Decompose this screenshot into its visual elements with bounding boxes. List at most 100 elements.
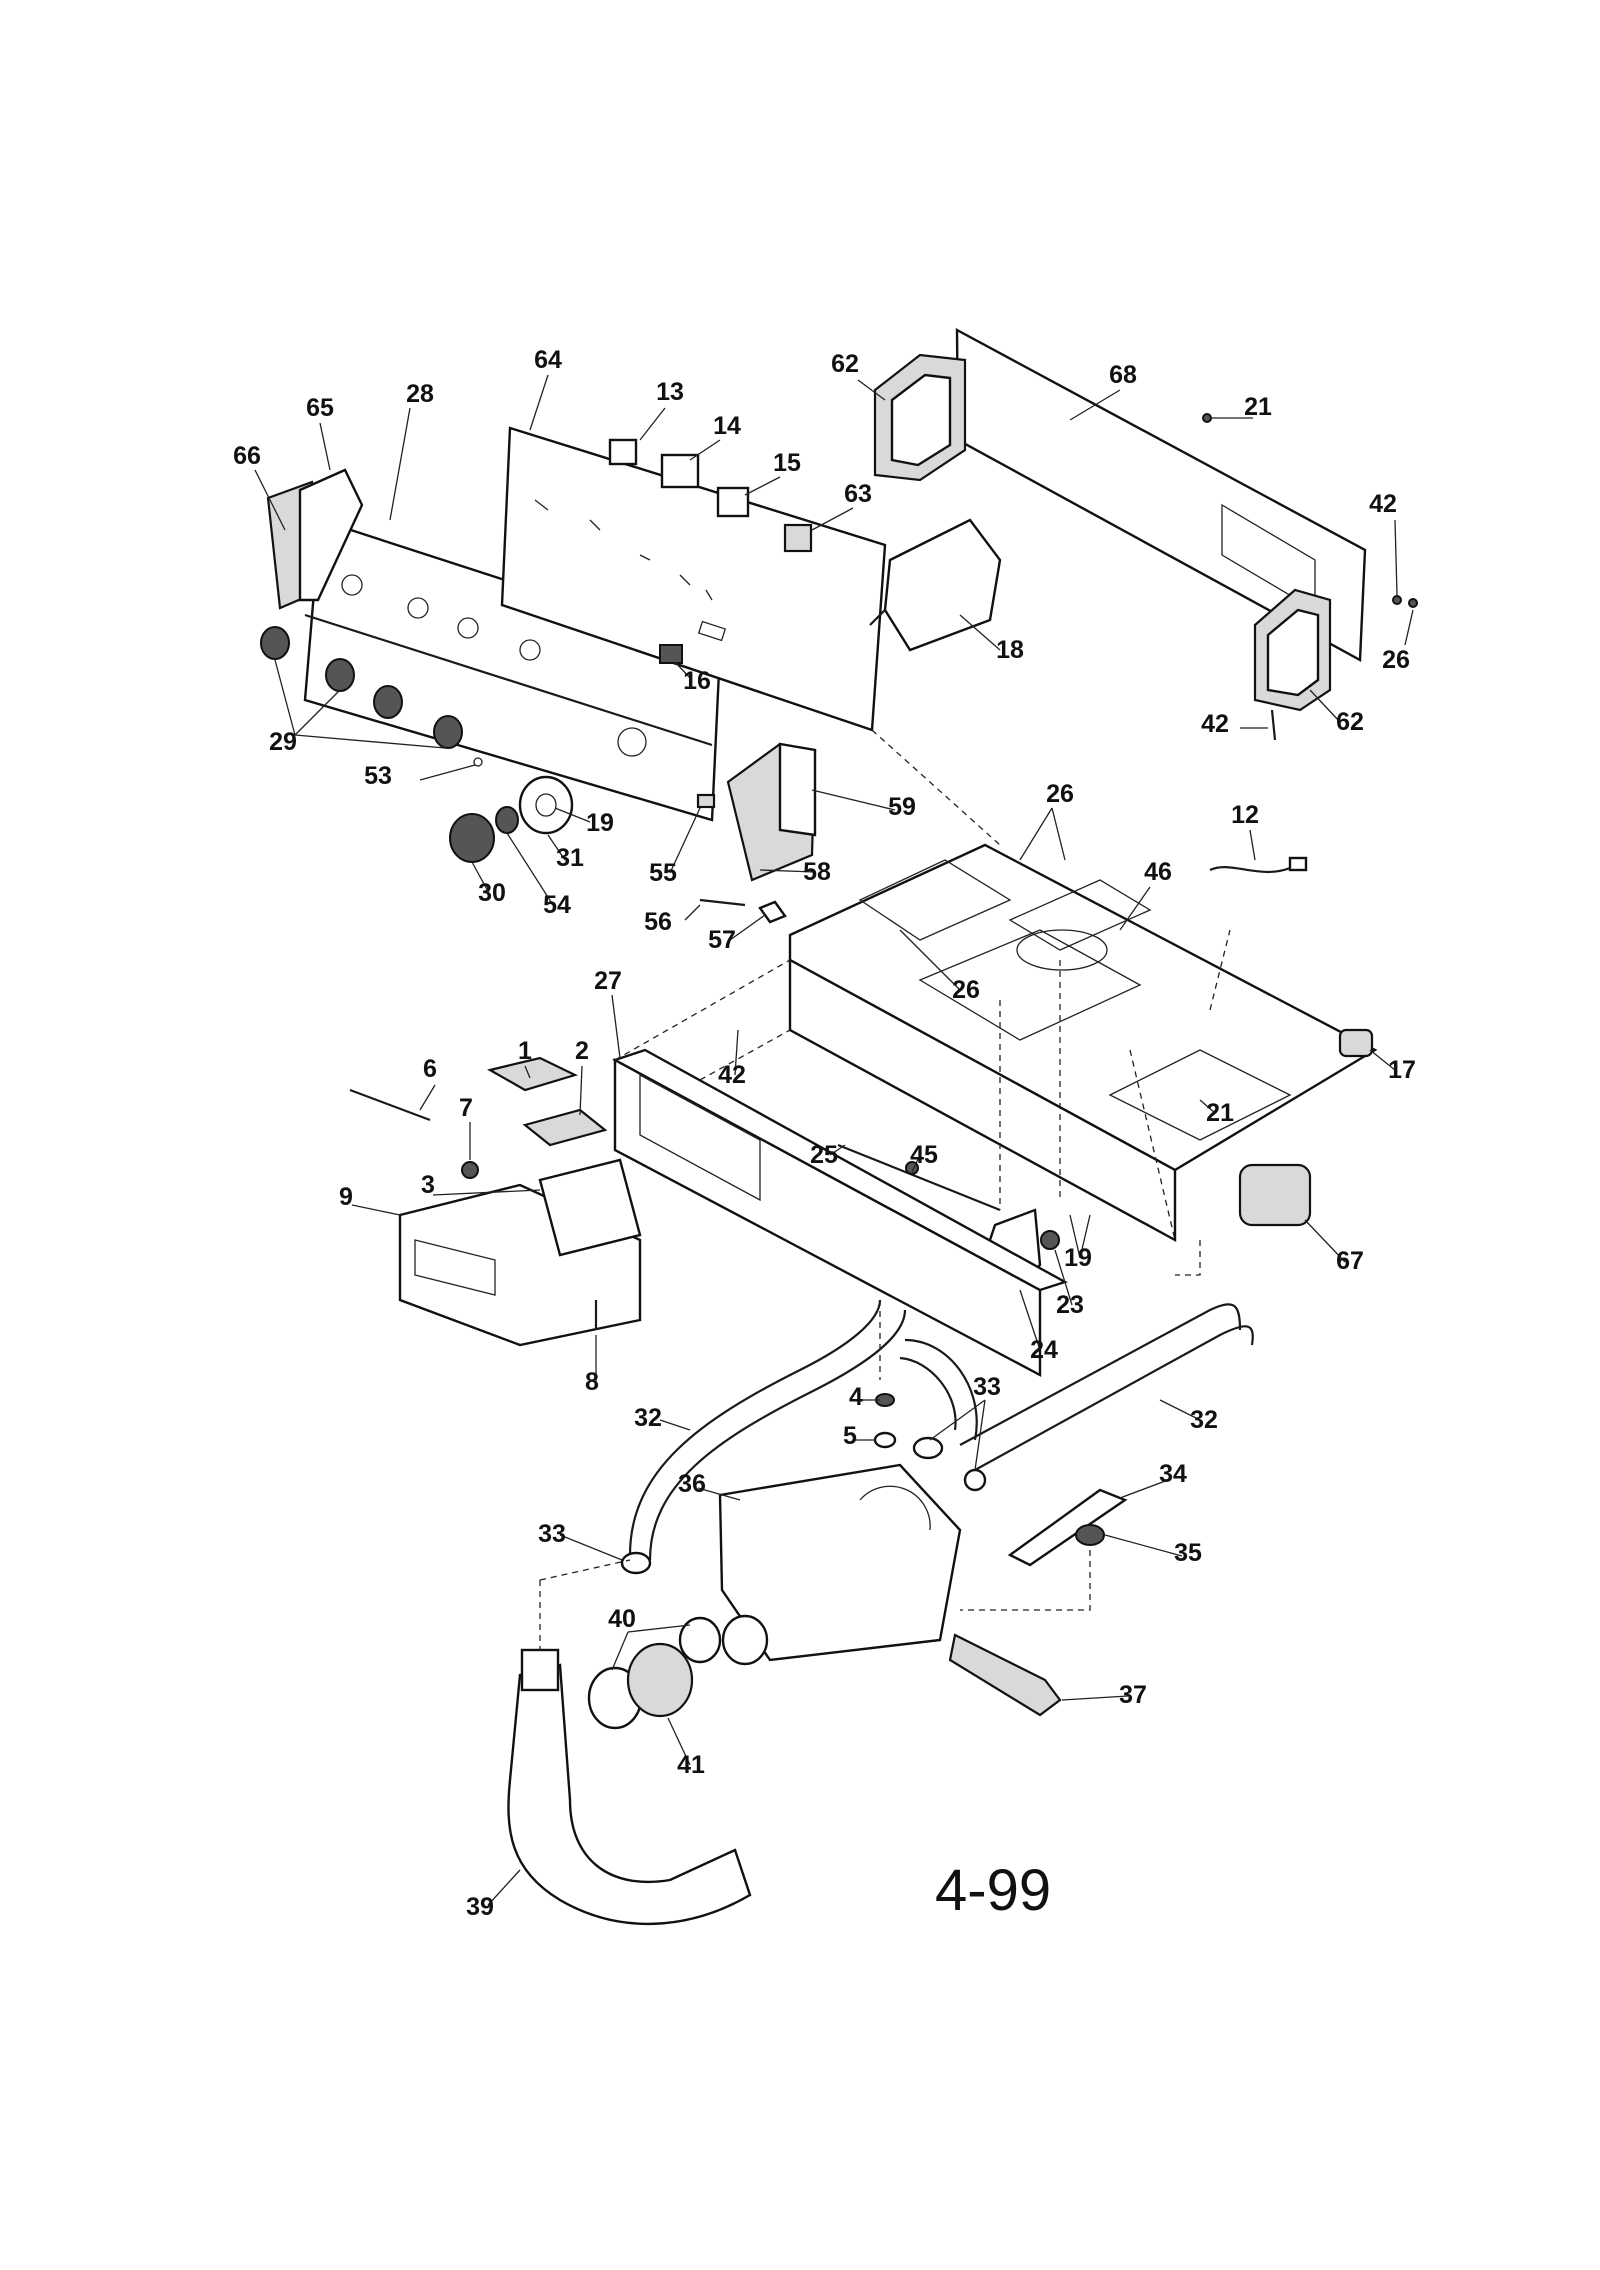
switch-15: [716, 486, 750, 518]
screw-42: [1392, 595, 1402, 605]
callout-62: 62: [831, 350, 859, 378]
callout-58: 58: [803, 858, 831, 886]
callout-41: 41: [677, 1751, 705, 1779]
cap-1: [487, 1056, 579, 1092]
callout-4: 4: [849, 1383, 863, 1411]
screw-26: [1408, 598, 1418, 608]
cam-23: [1040, 1230, 1060, 1250]
callout-30: 30: [478, 879, 506, 907]
ring-40: [678, 1616, 722, 1664]
callout-26: 26: [952, 976, 980, 1004]
callout-29: 29: [269, 728, 297, 756]
switch-16: [659, 644, 683, 664]
callout-25: 25: [810, 1141, 838, 1169]
support-34: [1007, 1488, 1128, 1567]
coupling-41: [626, 1642, 694, 1718]
callout-42: 42: [1201, 710, 1229, 738]
wire-12: [1209, 866, 1291, 873]
assembly-dashed-lines: [539, 729, 1231, 1650]
callout-24: 24: [1030, 1336, 1058, 1364]
screw-42: [1270, 709, 1277, 741]
callout-1: 1: [518, 1037, 532, 1065]
callout-42: 42: [1369, 490, 1397, 518]
callout-21: 21: [1206, 1099, 1234, 1127]
callout-45: 45: [910, 1141, 938, 1169]
callout-3: 3: [421, 1171, 435, 1199]
ring-5: [873, 1431, 897, 1449]
pressure-switch-17: [1338, 1028, 1374, 1058]
callout-32: 32: [634, 1404, 662, 1432]
clamp-33: [620, 1551, 652, 1575]
callout-65: 65: [306, 394, 334, 422]
drain-hose-39: [507, 1663, 752, 1926]
callout-8: 8: [585, 1368, 599, 1396]
pump-36: [718, 1463, 962, 1662]
callout-12: 12: [1231, 801, 1259, 829]
spring-54: [495, 806, 519, 834]
callout-16: 16: [683, 667, 711, 695]
valve-35: [1075, 1524, 1105, 1546]
callout-57: 57: [708, 926, 736, 954]
callout-59: 59: [888, 793, 916, 821]
screw-56: [699, 898, 746, 907]
callout-21: 21: [1244, 393, 1272, 421]
callout-35: 35: [1174, 1539, 1202, 1567]
callout-54: 54: [543, 891, 571, 919]
callout-18: 18: [996, 636, 1024, 664]
callout-34: 34: [1159, 1460, 1187, 1488]
callout-7: 7: [459, 1094, 473, 1122]
callout-32: 32: [1190, 1406, 1218, 1434]
module-67: [1238, 1163, 1312, 1227]
callout-62: 62: [1336, 708, 1364, 736]
timer-18: [869, 518, 1002, 652]
callout-26: 26: [1046, 780, 1074, 808]
callout-26: 26: [1382, 646, 1410, 674]
callout-17: 17: [1388, 1056, 1416, 1084]
clamp-33: [963, 1468, 987, 1492]
callout-13: 13: [656, 378, 684, 406]
callout-53: 53: [364, 762, 392, 790]
callout-14: 14: [713, 412, 741, 440]
dial-31: [518, 775, 574, 835]
leader-lines: [254, 374, 1414, 1906]
clamp-33: [912, 1436, 944, 1460]
callout-46: 46: [1144, 858, 1172, 886]
callout-67: 67: [1336, 1247, 1364, 1275]
knob-30: [449, 813, 495, 863]
callout-31: 31: [556, 844, 584, 872]
hose-32: [628, 1299, 882, 1556]
cap-2: [522, 1108, 608, 1147]
insert-3: [538, 1158, 642, 1257]
callout-40: 40: [608, 1605, 636, 1633]
switch-13: [608, 438, 638, 466]
drain-hose-39: [520, 1648, 560, 1692]
callout-56: 56: [644, 908, 672, 936]
dispenser-assembly: [349, 1056, 642, 1347]
switch-63: [783, 523, 813, 553]
light-53: [473, 757, 483, 767]
callout-55: 55: [649, 859, 677, 887]
knobs-and-switches: [260, 438, 813, 924]
callout-42: 42: [718, 1061, 746, 1089]
callout-19: 19: [586, 809, 614, 837]
hose-32: [959, 1303, 1242, 1446]
callout-68: 68: [1109, 361, 1137, 389]
callout-28: 28: [406, 380, 434, 408]
clip-57: [758, 900, 787, 924]
callout-36: 36: [678, 1470, 706, 1498]
callout-9: 9: [339, 1183, 353, 1211]
spring-7: [461, 1161, 479, 1179]
pump-and-hose-assembly: [507, 1299, 1254, 1926]
callout-33: 33: [538, 1520, 566, 1548]
callout-27: 27: [594, 967, 622, 995]
callout-23: 23: [1056, 1291, 1084, 1319]
knob-29: [373, 685, 403, 719]
callout-39: 39: [466, 1893, 494, 1921]
callout-6: 6: [423, 1055, 437, 1083]
hose-37: [948, 1633, 1062, 1717]
knob-29: [433, 715, 463, 749]
rear-panel-assembly: [873, 327, 1418, 741]
callout-66: 66: [233, 442, 261, 470]
